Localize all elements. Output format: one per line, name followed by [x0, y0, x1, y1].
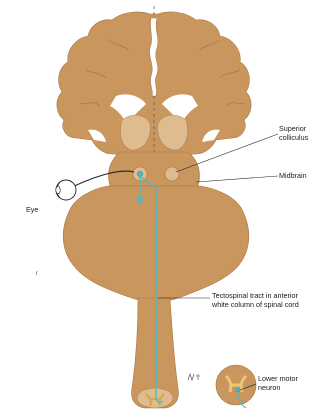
- superior-colliculus-nucleus-right: [165, 167, 179, 181]
- tectal-neuron: [137, 171, 142, 176]
- midbrain: [108, 152, 199, 186]
- eye-icon: [56, 180, 76, 200]
- label-tectospinal-2: white column of spinal cord: [211, 300, 299, 309]
- artist-mark: [188, 374, 200, 380]
- label-superior-colliculus-1: Superior: [279, 124, 307, 133]
- label-tectospinal-1: Tectospinal tract in anterior: [212, 291, 298, 300]
- label-lower-motor-1: Lower motor: [258, 374, 299, 383]
- label-superior-colliculus-2: colliculus: [279, 133, 309, 142]
- stray-mark: [36, 271, 37, 275]
- leader-midbrain: [196, 176, 278, 182]
- label-midbrain: Midbrain: [279, 171, 307, 180]
- label-eye: Eye: [26, 205, 38, 214]
- label-lower-motor-2: neuron: [258, 383, 280, 392]
